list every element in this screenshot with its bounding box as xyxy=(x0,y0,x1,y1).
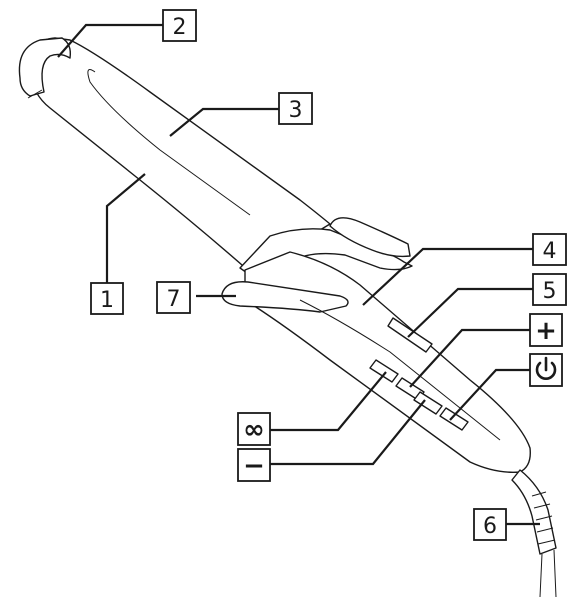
callout-1-label: 1 xyxy=(100,288,114,313)
plus-icon: + xyxy=(535,316,557,346)
cord-strain-relief xyxy=(511,469,557,555)
cord-ribs xyxy=(531,491,556,545)
plus-button xyxy=(413,391,443,415)
barrel-highlight xyxy=(87,69,251,216)
callout-5-label: 5 xyxy=(543,279,557,304)
symbol-power xyxy=(529,353,563,387)
handle xyxy=(244,251,531,473)
clamp xyxy=(239,228,413,283)
leader-lines xyxy=(57,23,540,526)
handle-inner-line xyxy=(299,299,501,441)
clamp-lever xyxy=(329,217,411,258)
leader-4 xyxy=(362,247,533,306)
power-cord xyxy=(539,549,557,597)
leader-5 xyxy=(407,287,533,338)
minus-icon: − xyxy=(243,451,265,481)
stand xyxy=(221,281,349,313)
cool-tip-edge xyxy=(27,89,43,99)
callout-7-label: 7 xyxy=(167,287,181,312)
leader-3 xyxy=(169,107,279,137)
curling-iron-illustration xyxy=(18,37,557,597)
leader-plus xyxy=(409,328,530,388)
power-button xyxy=(439,407,469,431)
leader-power xyxy=(449,368,530,421)
callout-4-label: 4 xyxy=(543,239,557,264)
infinity-icon: ∞ xyxy=(243,415,265,445)
callout-3-label: 3 xyxy=(289,98,303,123)
symbol-minus: − xyxy=(237,448,271,482)
callout-1: 1 xyxy=(90,282,124,315)
power-icon xyxy=(535,356,557,380)
leader-minus xyxy=(270,399,426,466)
leader-infinity xyxy=(270,371,387,432)
callout-2-label: 2 xyxy=(173,15,187,40)
callout-6: 6 xyxy=(473,508,507,541)
leader-1 xyxy=(105,173,146,283)
infinity-button xyxy=(369,359,399,383)
symbol-plus: + xyxy=(529,313,563,347)
leader-2 xyxy=(57,23,163,58)
callout-7: 7 xyxy=(156,281,191,314)
callout-5: 5 xyxy=(532,273,567,306)
callout-2: 2 xyxy=(162,9,197,42)
symbol-infinity: ∞ xyxy=(237,412,271,446)
callout-4: 4 xyxy=(532,233,567,266)
callout-6-label: 6 xyxy=(483,514,497,539)
callout-3: 3 xyxy=(278,92,313,125)
